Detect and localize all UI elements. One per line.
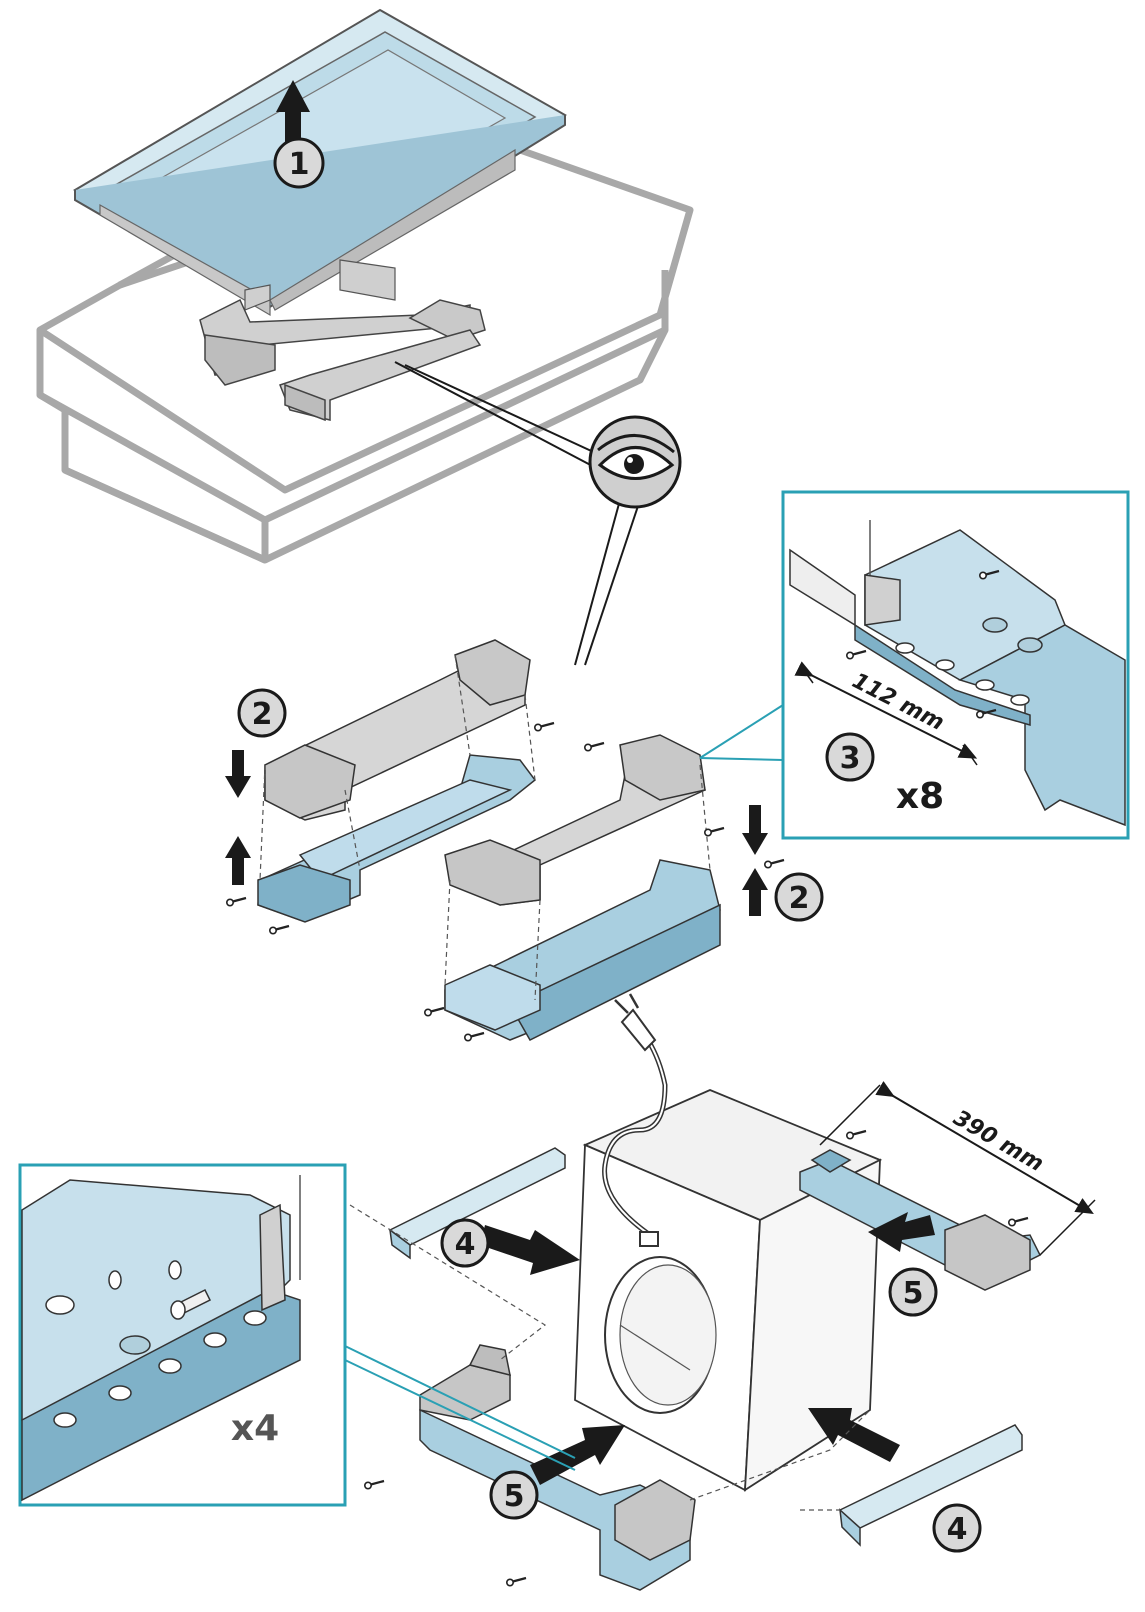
step-4-number-bottom: 4	[947, 1512, 968, 1547]
step-4-number-top: 4	[455, 1227, 476, 1262]
quantity-x8: x8	[896, 776, 944, 817]
step-2-badge-left: 2	[237, 688, 287, 738]
brackets-in-box	[199, 298, 486, 422]
step-1-badge: 1	[273, 137, 325, 189]
push-arrow-icon	[480, 1212, 935, 1485]
power-plug-icon	[602, 993, 668, 1247]
step-3-badge: 3	[825, 732, 875, 782]
step-2-number-right: 2	[789, 881, 810, 916]
step-5-number-bottom: 5	[504, 1479, 525, 1514]
rail-bottom-right	[838, 1424, 1023, 1547]
up-arrow-icon	[225, 836, 251, 885]
rail-top-left	[388, 1147, 566, 1260]
step-5-badge-right: 5	[888, 1267, 938, 1317]
assembly-guides	[349, 1204, 871, 1511]
bracket-assembly-right	[444, 734, 721, 1041]
base-bracket-bottom-left	[419, 1344, 696, 1591]
step-5-badge-bottom: 5	[489, 1470, 539, 1520]
step-3-number: 3	[840, 741, 861, 776]
down-arrow-icon	[225, 750, 251, 798]
detail-callout-x4: x4	[18, 1163, 576, 1507]
step-5-number-right: 5	[903, 1276, 924, 1311]
step-4-badge-top: 4	[440, 1218, 490, 1268]
step-1-number: 1	[289, 147, 310, 182]
step-4-badge-bottom: 4	[932, 1503, 982, 1553]
step-2-number-left: 2	[252, 697, 273, 732]
screw-icon	[170, 1288, 212, 1320]
step-2-badge-right: 2	[774, 872, 824, 922]
detail-callout-step-3: 112 mm 3 x8	[699, 490, 1130, 840]
dimension-390mm-label: 390 mm	[949, 1106, 1048, 1177]
up-arrow-icon	[742, 868, 768, 916]
eye-magnifier	[394, 361, 682, 666]
down-arrow-icon	[742, 805, 768, 855]
bracket-assembly-left	[257, 639, 537, 923]
eye-icon	[597, 434, 675, 480]
quantity-x4: x4	[231, 1408, 279, 1449]
